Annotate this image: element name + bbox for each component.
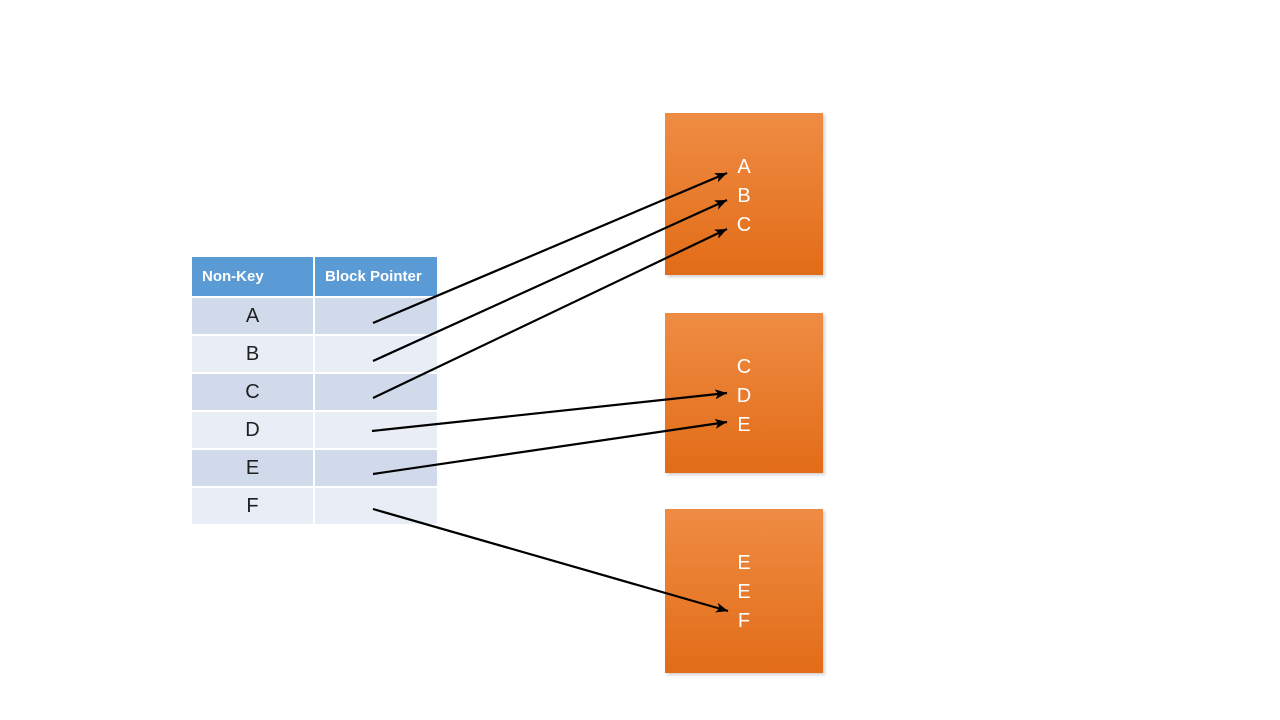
table-row-c: C xyxy=(192,374,437,412)
non-key-cell: C xyxy=(192,374,315,412)
table-row-b: B xyxy=(192,336,437,374)
non-key-cell: D xyxy=(192,412,315,450)
data-block-3-records: E E F xyxy=(665,509,823,636)
record-entry: C xyxy=(736,356,752,378)
record-entry: B xyxy=(737,185,751,207)
non-key-cell: B xyxy=(192,336,315,374)
column-header-non-key: Non-Key xyxy=(192,257,315,298)
block-pointer-cell xyxy=(315,450,437,488)
data-block-2-records: C D E xyxy=(665,313,823,440)
record-entry: E xyxy=(737,552,751,574)
table-row-a: A xyxy=(192,298,437,336)
record-entry: F xyxy=(737,610,751,632)
data-block-1: A B C xyxy=(665,113,823,275)
non-key-cell: E xyxy=(192,450,315,488)
column-header-block-pointer: Block Pointer xyxy=(315,257,437,298)
record-entry: E xyxy=(737,581,751,603)
non-key-cell: F xyxy=(192,488,315,526)
record-entry: A xyxy=(737,156,751,178)
table-row-f: F xyxy=(192,488,437,526)
table-row-d: D xyxy=(192,412,437,450)
data-block-1-records: A B C xyxy=(665,113,823,240)
record-entry: C xyxy=(736,214,752,236)
record-entry: E xyxy=(737,414,751,436)
table-row-e: E xyxy=(192,450,437,488)
block-pointer-cell xyxy=(315,336,437,374)
block-pointer-cell xyxy=(315,412,437,450)
non-key-cell: A xyxy=(192,298,315,336)
index-table: Non-Key Block Pointer A B C D E xyxy=(192,257,437,526)
table-header-row: Non-Key Block Pointer xyxy=(192,257,437,298)
block-pointer-cell xyxy=(315,298,437,336)
block-pointer-cell xyxy=(315,374,437,412)
data-block-3: E E F xyxy=(665,509,823,673)
data-block-2: C D E xyxy=(665,313,823,473)
record-entry: D xyxy=(736,385,752,407)
block-pointer-cell xyxy=(315,488,437,526)
